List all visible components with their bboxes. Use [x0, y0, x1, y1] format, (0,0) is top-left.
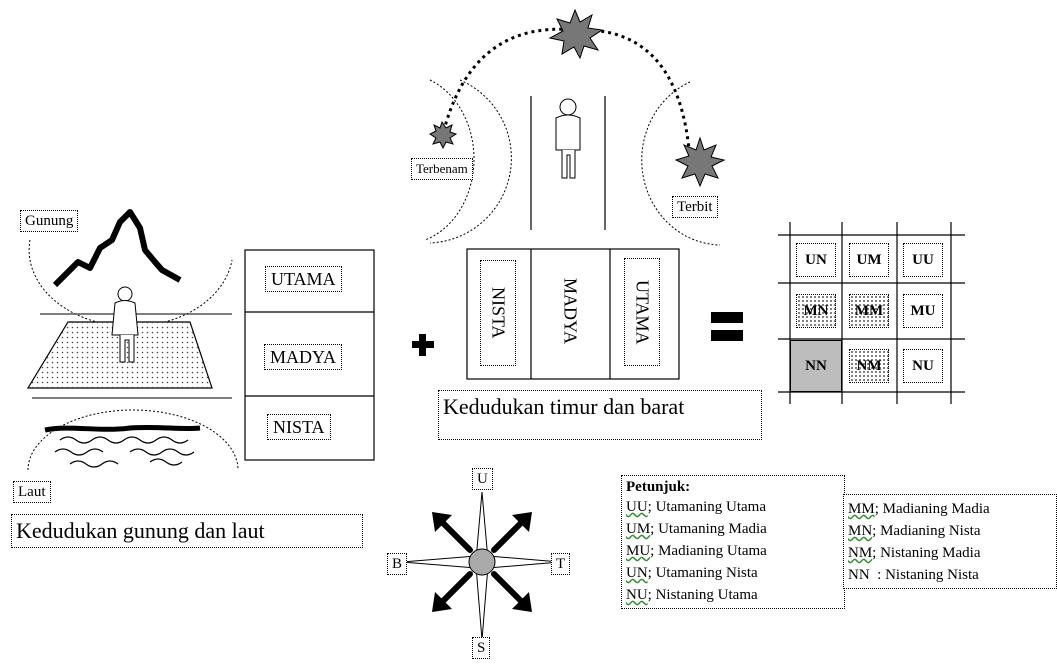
grid-cell-nu: NU	[903, 349, 943, 383]
legend-text: ; Nistaning Utama	[647, 587, 758, 603]
legend-text: ; Madianing Utama	[650, 543, 767, 559]
grid-cell-um: UM	[849, 243, 889, 277]
legend-item: MN; Madianing Nista	[848, 520, 1052, 542]
legend-title: Petunjuk:	[626, 479, 691, 495]
legend-item: NM; Nistaning Madia	[848, 542, 1052, 564]
sunrise-label: Terbit	[672, 196, 718, 218]
sunset-label: Terbenam	[411, 158, 473, 180]
sun-path-illustration	[424, 8, 726, 246]
compass-south-label: S	[472, 637, 491, 659]
grid-cell-mm: MM	[849, 294, 889, 328]
legend-item: UM; Utamaning Madia	[626, 518, 840, 540]
mountain-icon	[52, 209, 182, 288]
legend-code: UM	[626, 521, 651, 537]
legend-item: MU; Madianing Utama	[626, 540, 840, 562]
legend-code: MM	[848, 501, 875, 517]
sea-label: Laut	[13, 481, 51, 503]
legend-box-left: Petunjuk: UU; Utamaning Utama UM; Utaman…	[621, 475, 845, 609]
result-grid-lines	[778, 222, 965, 404]
legend-item: NN : Nistaning Nista	[848, 564, 1052, 586]
level-middle-center: MADYA	[555, 258, 585, 364]
grid-cell-nm: NM	[849, 349, 889, 383]
sun-icon-top	[548, 8, 604, 60]
level-middle-left: NISTA	[480, 260, 516, 366]
compass-west-label: B	[387, 553, 408, 575]
compass-north-label: U	[472, 468, 493, 490]
grid-cell-mu: MU	[903, 294, 943, 328]
legend-code: UN	[626, 565, 648, 581]
legend-code: MN	[848, 523, 873, 539]
legend-text: : Nistaning Nista	[869, 567, 979, 583]
legend-text: ; Nistaning Madia	[872, 545, 981, 561]
grid-cell-uu: UU	[903, 243, 943, 277]
level-left-middle: MADYA	[264, 344, 343, 370]
grid-cell-un: UN	[796, 243, 836, 277]
legend-item: MM; Madianing Madia	[848, 498, 1052, 520]
sunset-dome-arc	[424, 79, 475, 241]
sunrise-dome-arc	[641, 81, 721, 246]
east-west-caption: Kedudukan timur dan barat	[438, 390, 762, 440]
sea-waves-icon	[44, 424, 201, 433]
legend-code: MU	[626, 543, 651, 559]
equals-icon	[711, 312, 743, 341]
compass-east-label: T	[551, 553, 571, 575]
compass-rose-icon	[401, 491, 561, 641]
legend-text: ; Utamaning Madia	[650, 521, 767, 537]
person-figure-center	[555, 98, 581, 179]
plus-icon	[412, 334, 434, 356]
legend-item: NU; Nistaning Utama	[626, 584, 840, 606]
legend-text: ; Madianing Nista	[872, 523, 981, 539]
mountain-sea-illustration	[26, 209, 239, 471]
grid-cell-mn: MN	[796, 294, 836, 328]
legend-item: UU; Utamaning Utama	[626, 496, 840, 518]
sunset-sun-icon	[429, 120, 458, 150]
legend-code: NN	[848, 567, 870, 583]
legend-box-right: MM; Madianing Madia MN; Madianing Nista …	[843, 494, 1057, 589]
level-middle-right: UTAMA	[624, 258, 660, 366]
legend-item: UN; Utamaning Nista	[626, 562, 840, 584]
legend-text: ; Madianing Madia	[874, 501, 990, 517]
legend-code: NU	[626, 587, 648, 603]
legend-code: UU	[626, 499, 648, 515]
sunrise-sun-icon	[674, 136, 726, 188]
mountain-label: Gunung	[20, 210, 79, 232]
level-left-top: UTAMA	[265, 266, 342, 292]
level-left-bottom: NISTA	[267, 414, 331, 440]
grid-cell-nn: NN	[790, 340, 842, 392]
legend-text: ; Utamaning Nista	[647, 565, 758, 581]
person-figure-left	[111, 286, 139, 363]
mountain-sea-caption: Kedudukan gunung dan laut	[11, 514, 363, 548]
legend-code: NM	[848, 545, 873, 561]
sea-dome-arc	[27, 409, 239, 471]
legend-text: ; Utamaning Utama	[647, 499, 766, 515]
